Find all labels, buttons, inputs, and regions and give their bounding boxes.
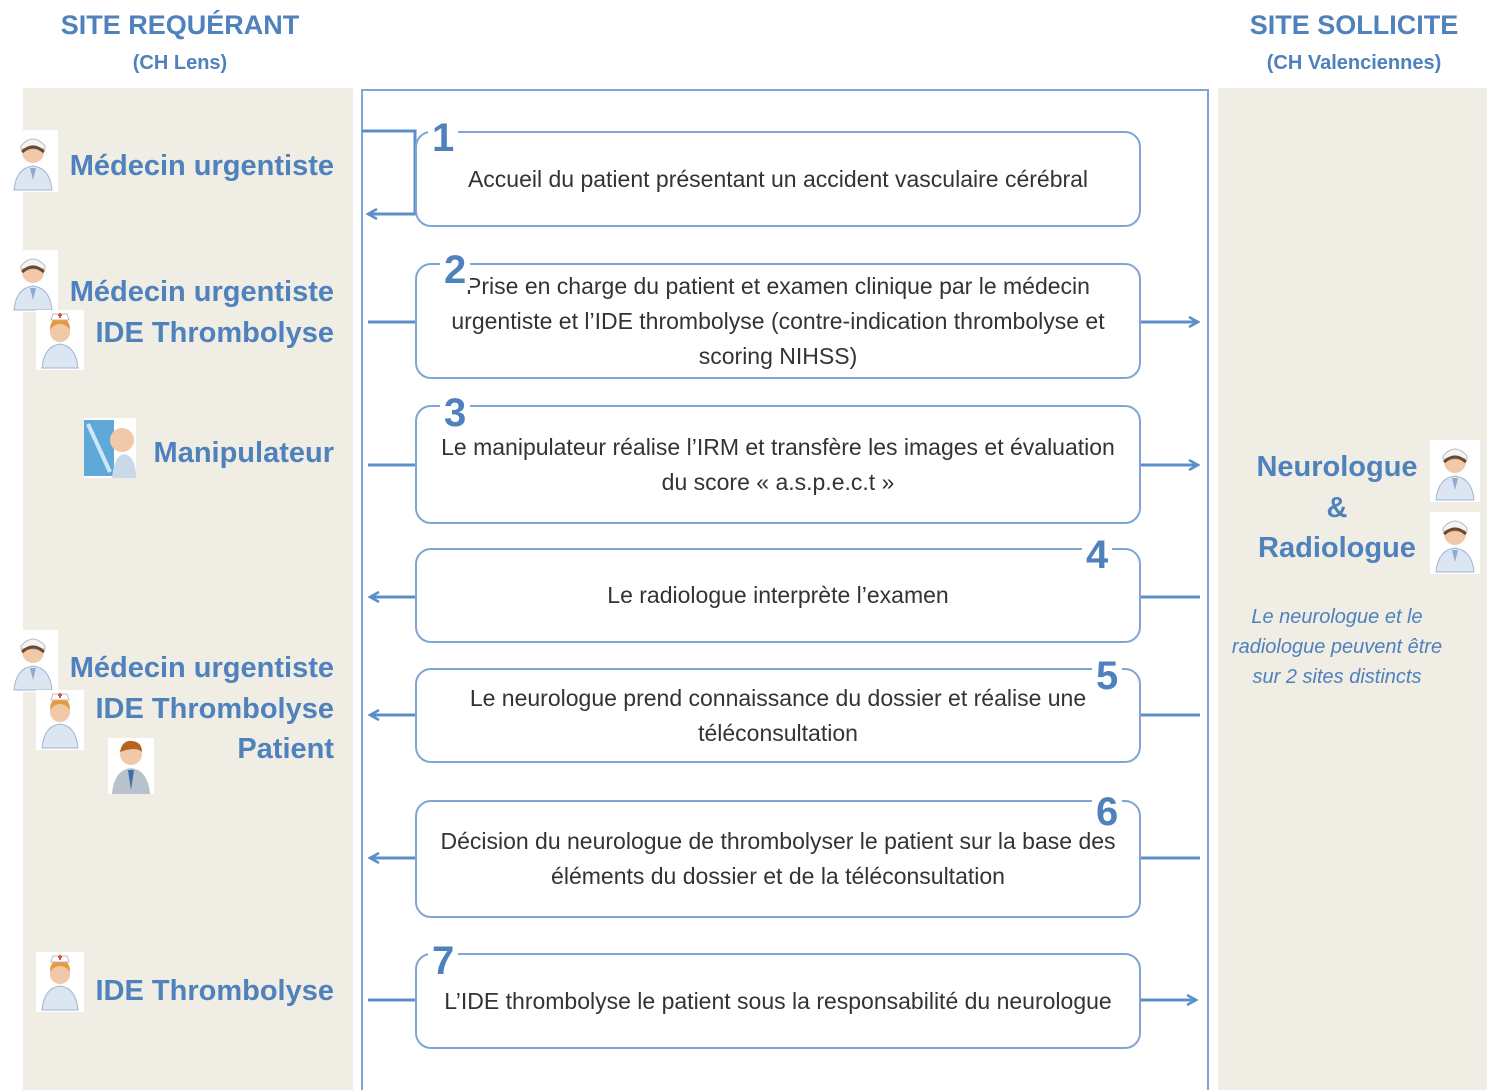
requesting-site-subtitle: (CH Lens) [132,52,228,74]
step-box-6: Décision du neurologue de thrombolyser l… [415,800,1141,918]
step-number-2: 2 [440,250,471,290]
doctor-icon [1430,440,1480,502]
step-box-5: Le neurologue prend connaissance du doss… [415,668,1141,763]
nurse-icon [36,952,84,1012]
distinct-sites-note: Le neurologue et le radiologue peuvent ê… [1231,606,1443,688]
step-text-5: Le neurologue prend connaissance du doss… [469,684,1087,746]
step1-loop-arrow [362,129,417,214]
step-text-4: Le radiologue interprète l’examen [607,582,949,608]
step-number-5: 5 [1092,656,1123,696]
role-thrombolysis-nurse-5: IDE Thrombolyse [95,693,335,725]
step-box-4: Le radiologue interprète l’examen [415,548,1141,643]
doctor-icon [8,250,58,312]
step-box-2: Prise en charge du patient et examen cli… [415,263,1141,379]
role-emergency-doctor-5: Médecin urgentiste [69,652,334,684]
role-thrombolysis-nurse-7: IDE Thrombolyse [95,975,335,1007]
role-radiologist: Radiologue [1258,532,1416,564]
nurse-icon [36,310,84,370]
doctor-icon [1430,512,1480,574]
step-text-1: Accueil du patient présentant un acciden… [467,165,1089,192]
nurse-icon [36,690,84,750]
role-emergency-doctor-1: Médecin urgentiste [69,150,334,182]
patient-icon [108,738,154,794]
step-number-4: 4 [1082,535,1113,575]
step-text-3: Le manipulateur réalise l’IRM et transfè… [441,433,1115,495]
doctor-icon [8,630,58,692]
step-number-3: 3 [440,393,471,433]
step-text-2: Prise en charge du patient et examen cli… [451,272,1105,369]
step-number-1: 1 [428,118,459,158]
requesting-site-title: SITE REQUÉRANT [60,10,300,40]
solicited-site-title: SITE SOLLICITE [1249,10,1459,40]
technician-icon [84,418,136,478]
role-radiographer: Manipulateur [153,437,334,469]
step-box-7: L’IDE thrombolyse le patient sous la res… [415,953,1141,1049]
step-number-6: 6 [1092,792,1123,832]
step-text-7: L’IDE thrombolyse le patient sous la res… [444,987,1112,1014]
role-ampersand: & [1326,492,1348,524]
role-patient: Patient [237,733,334,765]
step-text-6: Décision du neurologue de thrombolyser l… [440,828,1116,889]
solicited-site-panel [1218,88,1487,1090]
role-neurologist: Neurologue [1256,451,1418,483]
requesting-site-panel [23,88,353,1090]
step-box-3: Le manipulateur réalise l’IRM et transfè… [415,405,1141,524]
doctor-icon [8,130,58,192]
role-emergency-doctor-2: Médecin urgentiste [69,276,334,308]
step-number-7: 7 [428,941,459,981]
role-thrombolysis-nurse-2: IDE Thrombolyse [95,317,335,349]
solicited-site-subtitle: (CH Valenciennes) [1266,52,1442,74]
step-box-1: Accueil du patient présentant un acciden… [415,131,1141,227]
